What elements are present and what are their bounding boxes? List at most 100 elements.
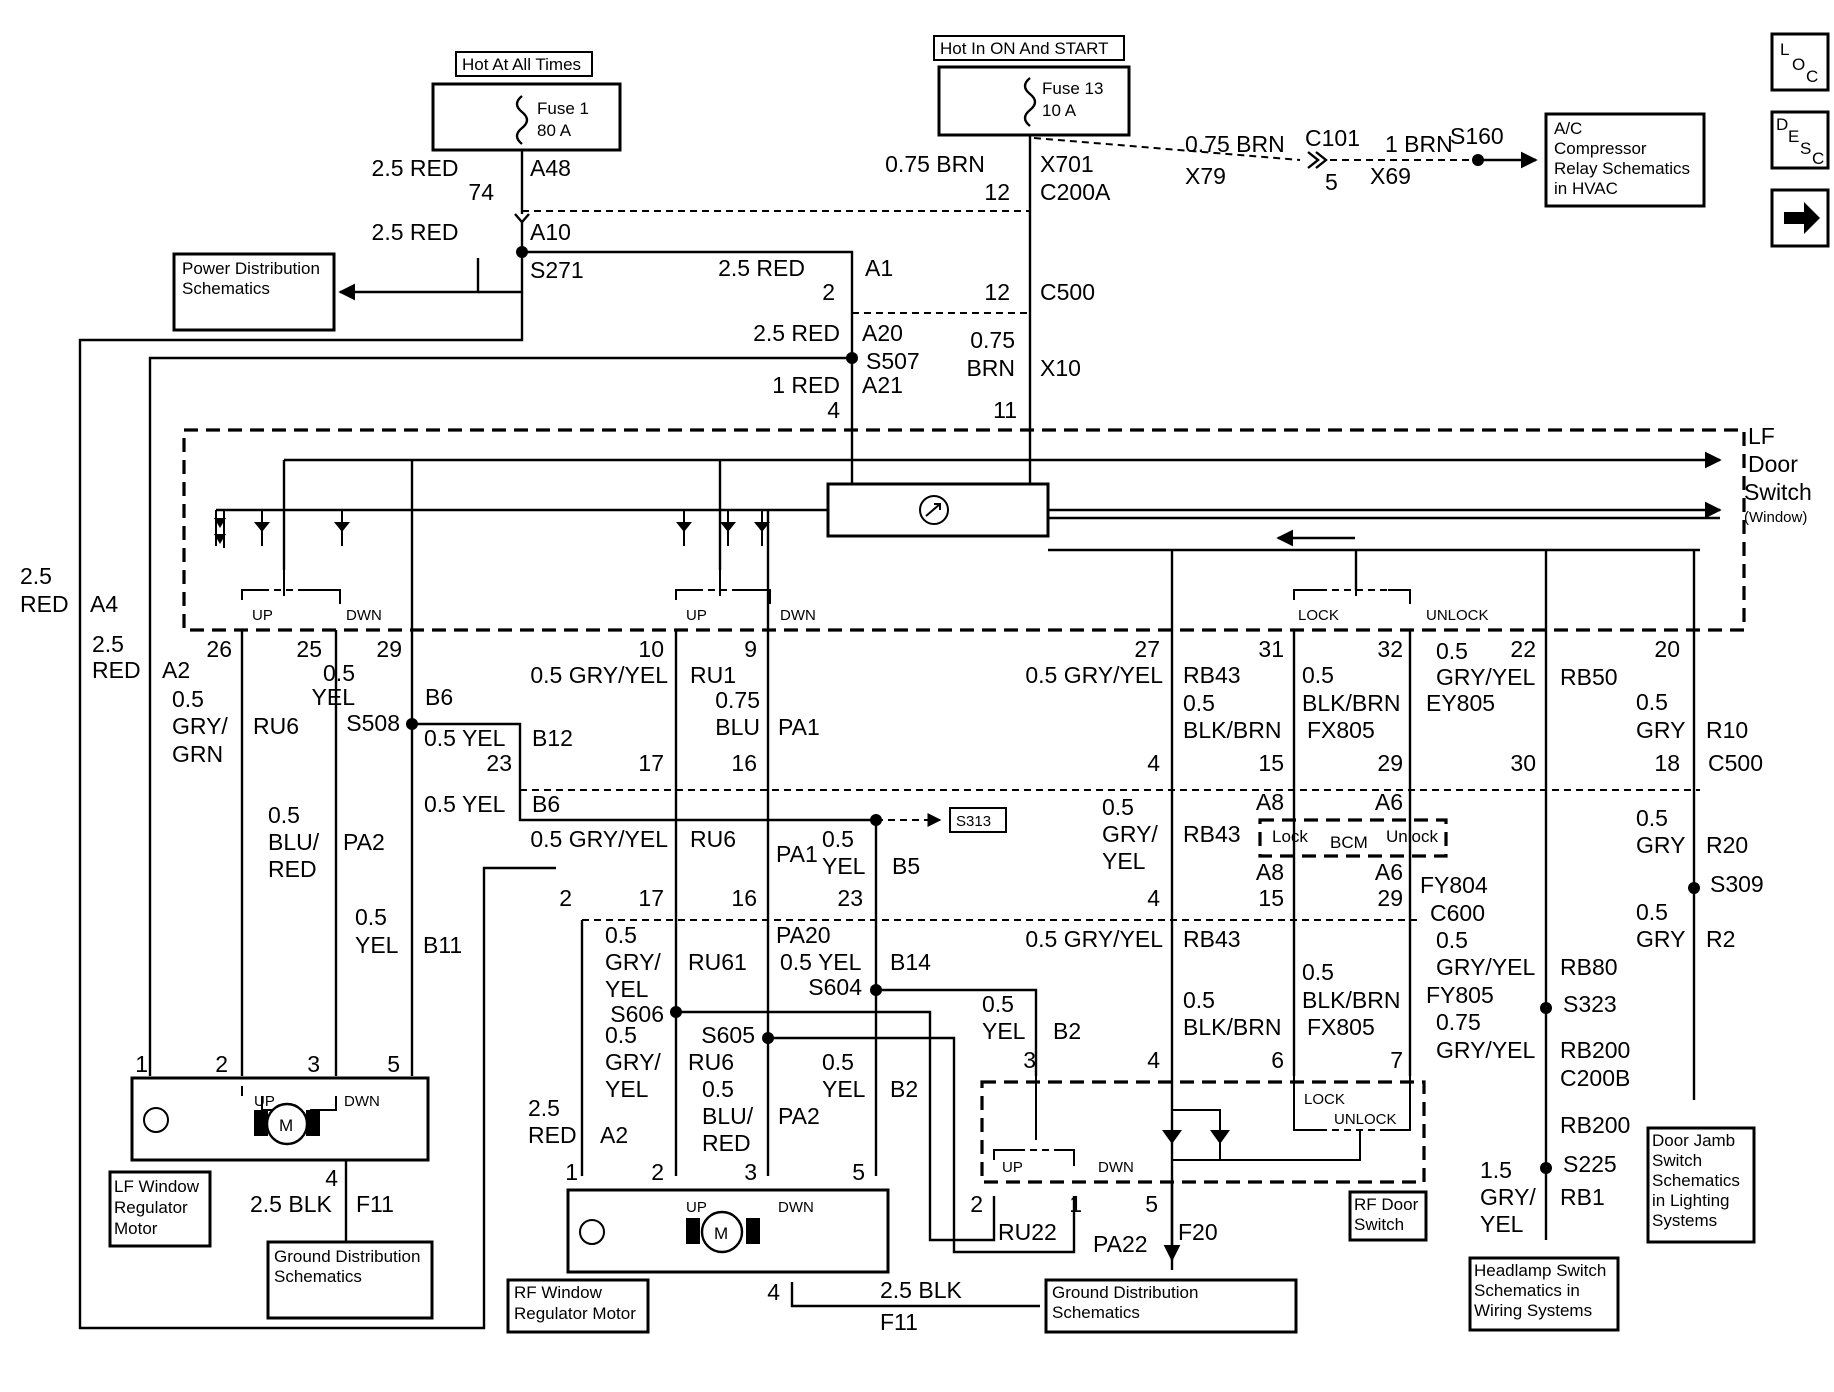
wire-label: 23	[837, 885, 863, 911]
wire-label: 7	[1390, 1047, 1403, 1073]
wire-label: 0.5 YEL	[424, 791, 506, 817]
hot-at-all-times-label: Hot At All Times	[462, 55, 581, 74]
wire-label: BLK/BRN	[1183, 1014, 1281, 1040]
wire-label: 27	[1134, 636, 1160, 662]
wire-label: 0.5 YEL	[424, 725, 506, 751]
box-label-door-jamb: Switch	[1652, 1151, 1702, 1170]
wire-label: 4	[767, 1279, 780, 1305]
box-label-lf-motor: Regulator	[114, 1198, 188, 1217]
lf-door-switch-text: Door	[1748, 451, 1798, 477]
wire-label: GRY/	[172, 713, 228, 739]
wire-label: RB43	[1183, 662, 1241, 688]
wire-label: YEL	[1102, 848, 1146, 874]
wire-label: 0.5	[605, 1022, 637, 1048]
wire-label: 4	[325, 1165, 338, 1191]
next-arrow-icon[interactable]	[1770, 188, 1830, 248]
wire-label: 9	[744, 636, 757, 662]
wire-label: 0.75 BRN	[1185, 131, 1285, 157]
wire-label: S323	[1563, 991, 1617, 1017]
wire-label: 1.5	[1480, 1157, 1512, 1183]
wire-label: A4	[90, 591, 118, 617]
wire-label: 0.5 GRY/YEL	[1025, 926, 1163, 952]
loc-icon[interactable]: LOC	[1770, 32, 1830, 92]
wire-label: F11	[356, 1191, 394, 1217]
wire-label: F20	[1178, 1219, 1218, 1245]
wire-label: GRN	[172, 741, 223, 767]
wire-label: 0.5 GRY/YEL	[530, 662, 668, 688]
wire-label: 29	[376, 636, 402, 662]
wire-label: GRY/	[605, 1049, 661, 1075]
wire-label: A21	[862, 372, 903, 398]
wire-label: C200A	[1040, 179, 1111, 205]
wire-label: 31	[1258, 636, 1284, 662]
fuse-block-1: Hot At All Times Fuse 1 80 A	[431, 51, 622, 152]
wire-label: 0.5	[822, 826, 854, 852]
lf-switch-up-dwn: UP DWN UP DWN LOCK UNLOCK	[241, 570, 1489, 624]
wire-label: 17	[638, 750, 664, 776]
wire-label: RU6	[688, 1049, 734, 1075]
bcm-unlock-label: Unlock	[1386, 827, 1438, 846]
wire-label: 12	[984, 179, 1010, 205]
wire-label: 2.5 RED	[372, 155, 459, 181]
wire-label: A20	[862, 320, 903, 346]
wire-label: A2	[162, 657, 190, 683]
svg-text:L: L	[1780, 40, 1789, 59]
rf-motor-dwn: DWN	[778, 1199, 814, 1216]
wire-label: 0.75 BRN	[885, 151, 985, 177]
wire-label: S160	[1450, 123, 1504, 149]
wire-label: C200B	[1560, 1065, 1630, 1091]
lock-label: LOCK	[1298, 607, 1339, 624]
wire-label: 0.5	[822, 1049, 854, 1075]
wire-label: 2	[970, 1191, 983, 1217]
box-label-ground2: Schematics	[1052, 1303, 1140, 1322]
svg-text:C: C	[1812, 149, 1824, 168]
rf-motor-m: M	[714, 1224, 728, 1243]
hot-in-on-start-label: Hot In ON And START	[940, 39, 1109, 58]
wire-label: GRY/YEL	[1436, 664, 1535, 690]
lf-door-switch-text: LF	[1748, 423, 1775, 449]
wire-label: PA1	[778, 714, 820, 740]
wire-label: 0.5 YEL	[780, 949, 862, 975]
box-label-door-jamb: in Lighting	[1652, 1191, 1730, 1210]
wire-label: 0.75	[1436, 1009, 1481, 1035]
lf-motor-m: M	[279, 1116, 293, 1135]
wire-label: B12	[532, 725, 573, 751]
wire-label: A6	[1375, 859, 1403, 885]
wire-label: PA2	[778, 1103, 820, 1129]
svg-text:D: D	[1776, 115, 1788, 134]
wire-label: PA20	[776, 922, 831, 948]
wire-label: 16	[731, 885, 757, 911]
rfdoor-dwn-label: DWN	[1098, 1159, 1134, 1176]
rfdoor-lock-label: LOCK	[1304, 1091, 1345, 1108]
box-label-door-jamb: Systems	[1652, 1211, 1717, 1230]
wire-label: C101	[1305, 125, 1360, 151]
wire-label: 0.5	[268, 802, 300, 828]
wire-label: BLK/BRN	[1183, 717, 1281, 743]
wire-label: RU1	[690, 662, 736, 688]
wire-label: 11	[993, 397, 1017, 423]
wire-label: 0.75	[970, 327, 1015, 353]
wire-label: GRY/	[1480, 1184, 1536, 1210]
rfdoor-up-label: UP	[1002, 1159, 1023, 1176]
rf-up-label: UP	[686, 607, 707, 624]
wire-label: RB80	[1560, 954, 1618, 980]
wire-label: 0.5	[323, 660, 355, 686]
switch-dwn-label: DWN	[346, 607, 382, 624]
wire-label: C500	[1708, 750, 1763, 776]
wire-label: FY805	[1426, 982, 1494, 1008]
wire-label: A10	[530, 219, 571, 245]
wire-label: B2	[1053, 1018, 1081, 1044]
svg-text:E: E	[1788, 127, 1799, 146]
wire-label: BLK/BRN	[1302, 690, 1400, 716]
wire-label: 0.5	[1302, 662, 1334, 688]
wire-label: 2	[559, 885, 572, 911]
wire-label: YEL	[982, 1018, 1026, 1044]
wire-label: GRY/	[605, 949, 661, 975]
unlock-label: UNLOCK	[1426, 607, 1489, 624]
box-label-headlamp: Headlamp Switch	[1474, 1261, 1606, 1280]
box-label-rf-motor: Regulator Motor	[514, 1304, 636, 1323]
wire-label: 2.5 RED	[718, 255, 805, 281]
wire-label: 18	[1654, 750, 1680, 776]
